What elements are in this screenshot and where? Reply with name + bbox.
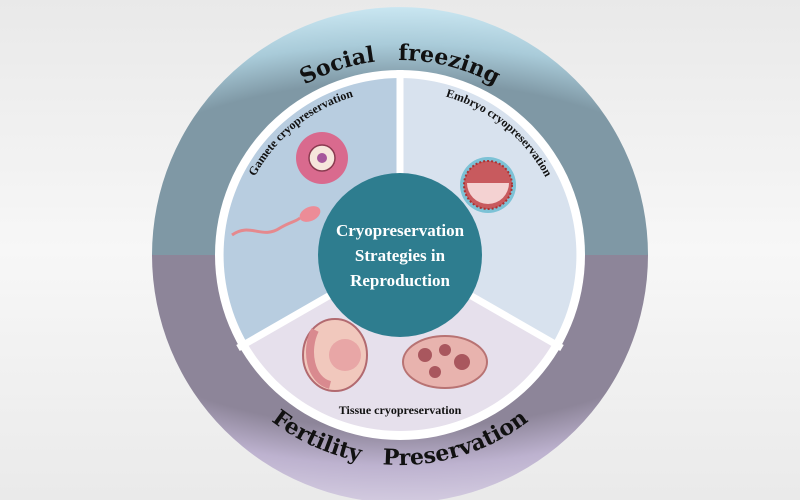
- sperm-icon: [231, 206, 321, 237]
- center-title-line-1: Cryopreservation: [336, 221, 465, 240]
- ovary-icon: [402, 335, 488, 389]
- embryo-icon: [460, 157, 516, 213]
- center-title-line-2: Strategies in: [355, 246, 446, 265]
- testis-icon: [302, 318, 368, 392]
- center-title-line-3: Reproduction: [350, 271, 450, 290]
- center-circle: Cryopreservation Strategies in Reproduct…: [318, 173, 482, 337]
- tissue-label: Tissue cryopreservation: [339, 403, 462, 417]
- oocyte-icon: [296, 132, 348, 184]
